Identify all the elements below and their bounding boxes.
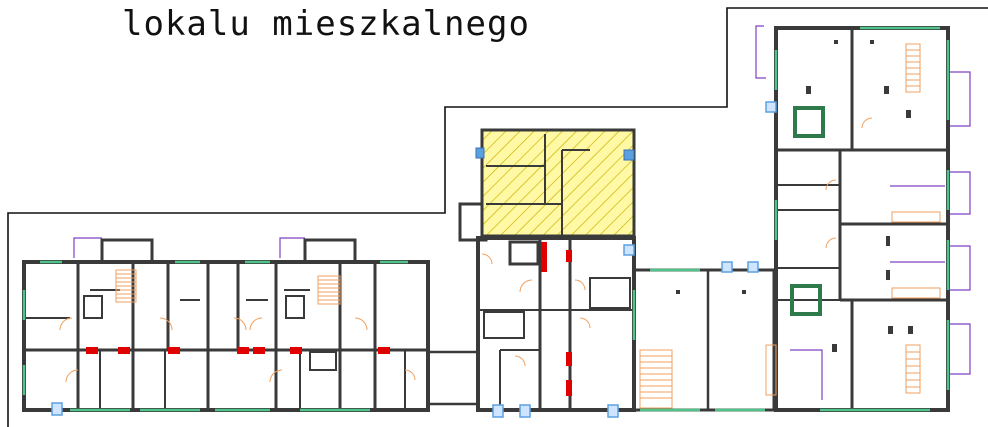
east-purple-lines bbox=[755, 25, 971, 400]
centre-stairs bbox=[639, 349, 673, 409]
blue-markers bbox=[51, 101, 777, 418]
west-wing bbox=[22, 238, 430, 412]
east-columns bbox=[676, 40, 913, 352]
balcony-lines bbox=[73, 237, 305, 258]
east-windows bbox=[774, 26, 950, 412]
west-red-elements bbox=[86, 347, 390, 354]
centre-block bbox=[632, 268, 776, 412]
connector-corridor bbox=[426, 350, 480, 406]
selected-apartment-unit bbox=[475, 128, 636, 238]
east-wing bbox=[774, 26, 950, 412]
west-windows bbox=[22, 260, 408, 412]
drawing-title: lokalu mieszkalnego bbox=[122, 4, 530, 44]
site-boundary bbox=[7, 7, 988, 427]
east-stairs bbox=[765, 43, 941, 396]
west-doors bbox=[59, 317, 416, 383]
centre-windows bbox=[632, 268, 765, 412]
east-doors bbox=[481, 117, 873, 367]
west-stairs bbox=[115, 269, 341, 305]
